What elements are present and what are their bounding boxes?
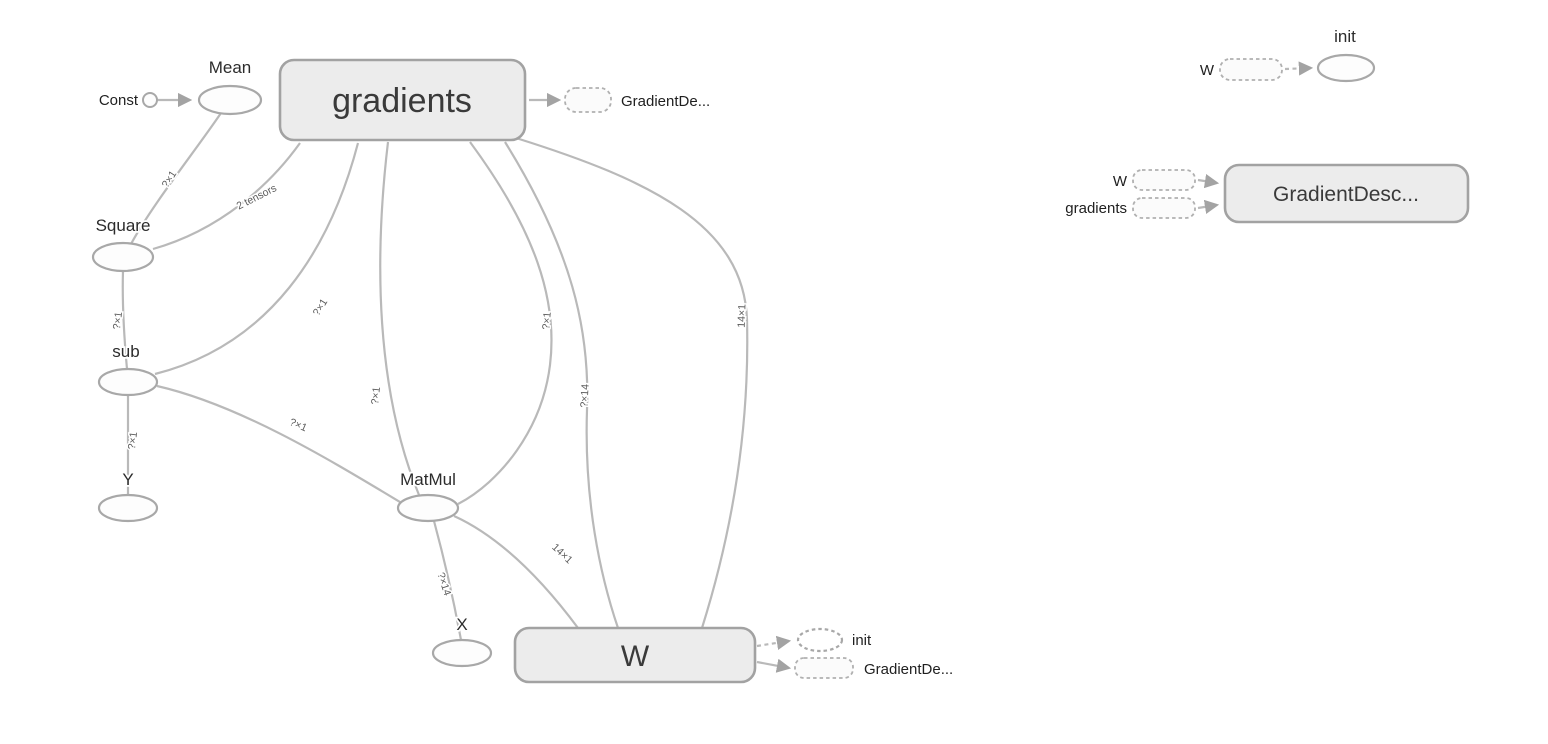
edge-label-w-matmul: 14×1	[549, 541, 575, 566]
edge-label-mean-square: ?×1	[160, 168, 180, 190]
aux-init-title: init	[1334, 27, 1356, 46]
aux-init-node[interactable]	[1316, 53, 1376, 83]
const-node[interactable]	[142, 92, 158, 108]
edge-gradients-matmul-right	[457, 141, 553, 505]
mean-node[interactable]	[197, 84, 263, 116]
edge-label-square-sub: ?×1	[111, 311, 125, 330]
edge-w-output	[756, 658, 792, 673]
w-init-node[interactable]	[796, 627, 844, 653]
edge-aux-w-gd	[1197, 174, 1220, 189]
edge-label-sub-matmul: ?×1	[288, 416, 309, 434]
aux-gd-gradients-label: gradients	[1065, 200, 1127, 217]
edge-gradients-w-right	[515, 136, 749, 629]
matmul-label: MatMul	[400, 470, 456, 489]
edge-square-sub	[121, 270, 129, 370]
y-node[interactable]	[97, 493, 159, 523]
aux-init-group: init W	[1198, 25, 1376, 83]
x-label: X	[456, 615, 467, 634]
w-output-label: GradientDe...	[864, 661, 953, 678]
edge-layer	[121, 61, 1314, 673]
w-node[interactable]	[513, 626, 757, 684]
node-layer: Const Mean gradients GradientDe... Squar…	[91, 56, 955, 684]
x-node[interactable]	[431, 638, 493, 668]
edge-label-gradients-matmul-right: ?×1	[540, 311, 554, 330]
aux-gd-group: W gradients GradientDesc...	[1064, 163, 1470, 224]
gradients-output-node[interactable]	[564, 87, 612, 113]
gradients-output-label: GradientDe...	[621, 93, 710, 110]
w-output-node[interactable]	[794, 657, 854, 679]
aux-gd-w-label: W	[1113, 173, 1128, 190]
edge-w-matmul	[453, 514, 579, 629]
w-node-label: W	[621, 640, 650, 673]
edge-label-square-gradients: 2 tensors	[235, 182, 279, 212]
y-label: Y	[122, 470, 133, 489]
edge-sub-gradients	[154, 142, 360, 376]
const-label: Const	[99, 92, 139, 109]
sub-node[interactable]	[97, 367, 159, 397]
aux-gd-gradients-node[interactable]	[1132, 197, 1196, 219]
matmul-node[interactable]	[396, 493, 460, 523]
edge-sub-matmul	[156, 384, 401, 503]
edge-label-layer: ?×1 2 tensors ?×1 ?×1 ?×1 ?×1 ?×1 ?×1 ?×…	[109, 167, 749, 599]
aux-gd-title: GradientDesc...	[1273, 183, 1419, 206]
edge-label-gradients-w-mid: ?×14	[578, 384, 591, 408]
sub-label: sub	[112, 342, 139, 361]
aux-gd-w-node[interactable]	[1132, 169, 1196, 191]
edge-label-gradients-w-right: 14×1	[736, 304, 749, 328]
edge-label-matmul-x: ?×14	[434, 571, 453, 597]
aux-init-w-label: W	[1200, 62, 1215, 79]
edge-w-init	[756, 635, 792, 650]
edge-matmul-x	[432, 520, 463, 641]
square-node[interactable]	[91, 241, 155, 273]
edge-label-sub-gradients: ?×1	[311, 297, 331, 319]
edge-label-gradients-matmul-left: ?×1	[369, 386, 383, 405]
gradients-label: gradients	[332, 82, 472, 120]
edge-aux-w-init	[1284, 61, 1314, 76]
edge-gradients-matmul-left	[379, 141, 421, 496]
w-init-label: init	[852, 632, 872, 649]
edge-mean-square	[130, 112, 222, 245]
edge-gradients-w-mid	[504, 141, 620, 629]
edge-aux-gradients-gd	[1197, 199, 1220, 214]
mean-label: Mean	[209, 58, 252, 77]
square-label: Square	[96, 216, 151, 235]
edge-label-sub-y: ?×1	[126, 431, 140, 450]
edge-square-gradients	[152, 142, 301, 251]
aux-gd-node[interactable]	[1223, 163, 1470, 224]
gradients-node[interactable]	[278, 58, 527, 142]
aux-init-w-node[interactable]	[1219, 58, 1283, 81]
